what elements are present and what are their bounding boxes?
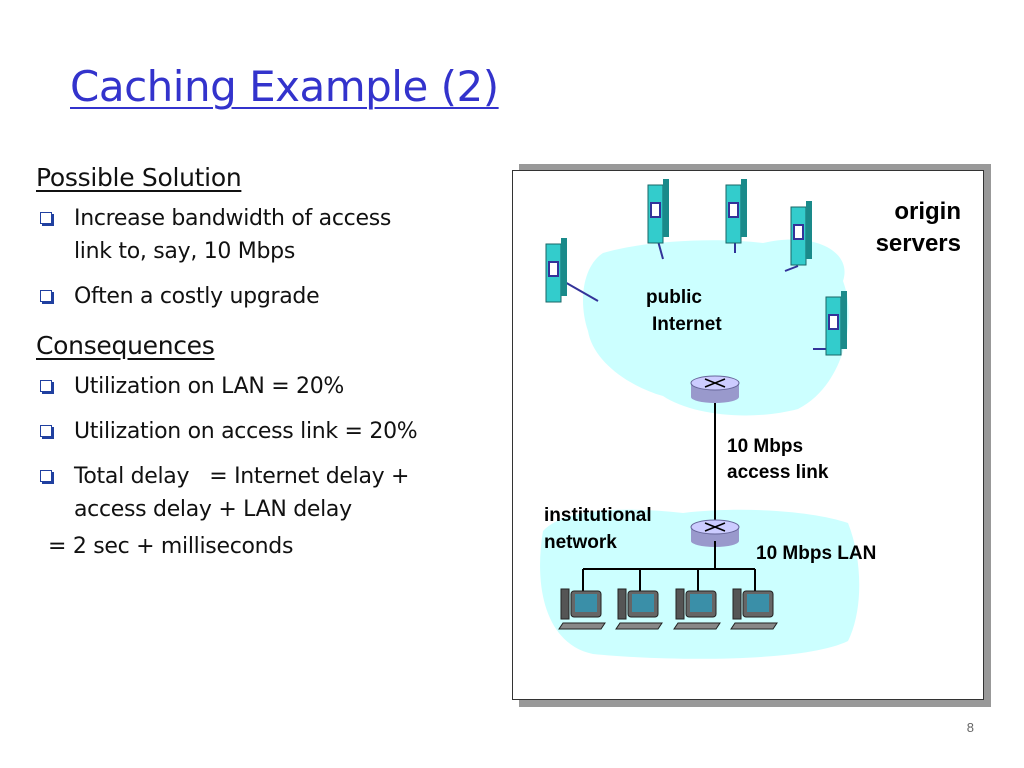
server-icon: [725, 179, 747, 244]
network-diagram-svg: origin servers public Internet 10 Mbps a…: [540, 179, 961, 659]
public-internet-label: public: [646, 287, 702, 308]
bullet-text: Utilization on access link = 20%: [74, 419, 418, 444]
institutional-network-cloud: [540, 509, 860, 659]
solution-list: Increase bandwidth of access link to, sa…: [36, 202, 486, 313]
computer-icon: [558, 588, 606, 630]
server-icon: [790, 201, 812, 266]
access-link-label: 10 Mbps: [727, 436, 803, 457]
server-link: [657, 240, 664, 260]
checkbox-bullet-icon: [40, 212, 52, 224]
institutional-network-label: institutional: [544, 505, 652, 526]
consequence-bullet: Utilization on LAN = 20%: [36, 370, 486, 403]
page-number: 8: [966, 720, 974, 735]
checkbox-bullet-icon: [40, 380, 52, 392]
server-link: [562, 280, 599, 302]
bullet-text-cont: link to, say, 10 Mbps: [74, 239, 295, 264]
access-link-label-cont: access link: [727, 462, 829, 483]
bullet-text: Increase bandwidth of access: [74, 206, 392, 231]
consequences-list: Utilization on LAN = 20% Utilization on …: [36, 370, 486, 526]
computer-icon: [673, 588, 721, 630]
bullet-text: Utilization on LAN = 20%: [74, 374, 345, 399]
public-internet-label-cont: Internet: [652, 314, 722, 335]
bullet-text: Total delay = Internet delay +: [74, 464, 410, 489]
checkbox-bullet-icon: [40, 425, 52, 437]
institutional-network-label-cont: network: [544, 532, 617, 553]
origin-servers-label-cont: servers: [876, 230, 961, 257]
slide-title: Caching Example (2): [70, 62, 499, 111]
computer-icon: [615, 588, 663, 630]
solution-bullet: Often a costly upgrade: [36, 280, 486, 313]
router-icon: [690, 519, 740, 547]
bullet-text-cont: access delay + LAN delay: [74, 497, 352, 522]
bullet-text: Often a costly upgrade: [74, 284, 320, 309]
left-column: Possible Solution Increase bandwidth of …: [36, 163, 486, 559]
server-icon: [545, 238, 567, 303]
lan-bus: [582, 541, 756, 591]
consequences-heading: Consequences: [36, 331, 215, 360]
checkbox-bullet-icon: [40, 290, 52, 302]
server-link: [784, 265, 799, 272]
computer-icon: [730, 588, 778, 630]
router-icon: [690, 375, 740, 403]
consequence-bullet: Total delay = Internet delay + access de…: [36, 460, 486, 526]
lan-label: 10 Mbps LAN: [756, 543, 876, 564]
consequence-bullet: Utilization on access link = 20%: [36, 415, 486, 448]
server-icon: [647, 179, 669, 244]
network-diagram: origin servers public Internet 10 Mbps a…: [512, 170, 984, 700]
solution-bullet: Increase bandwidth of access link to, sa…: [36, 202, 486, 268]
total-delay-result: = 2 sec + milliseconds: [48, 534, 294, 559]
checkbox-bullet-icon: [40, 470, 52, 482]
server-icon: [825, 291, 847, 356]
origin-servers-label: origin: [894, 198, 961, 225]
solution-heading: Possible Solution: [36, 163, 242, 192]
public-internet-cloud: [583, 239, 849, 416]
